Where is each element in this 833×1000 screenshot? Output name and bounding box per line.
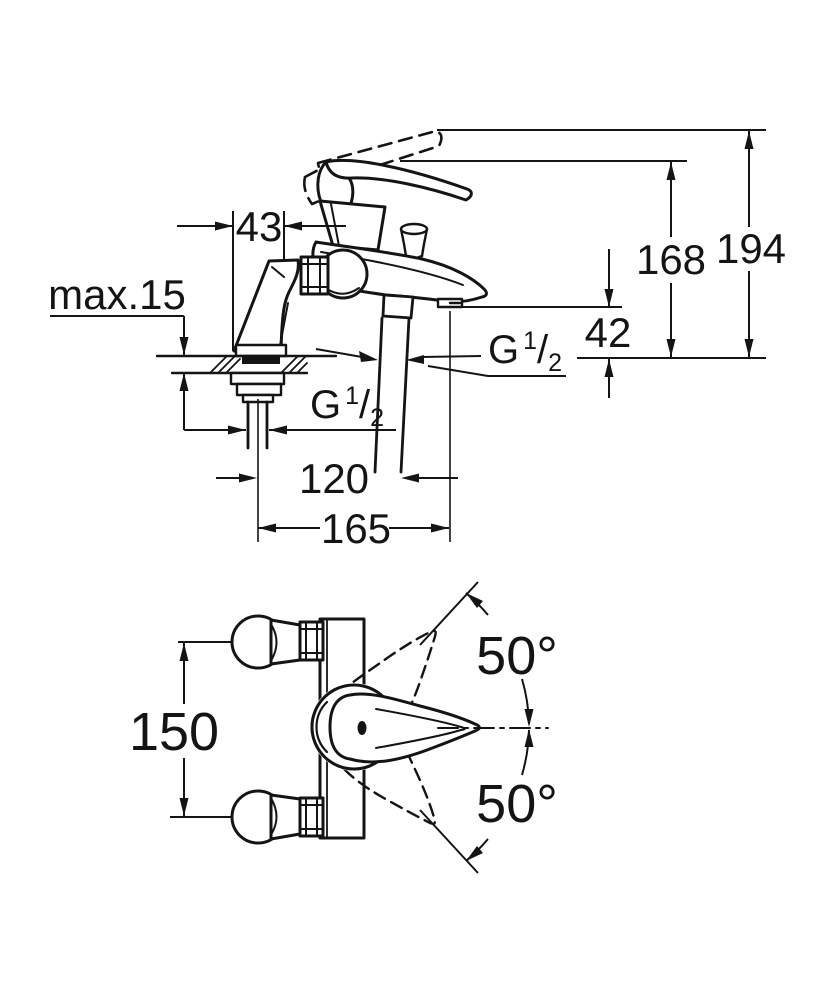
dim-165-label: 165 [320, 505, 392, 552]
dim-42-label: 42 [584, 309, 632, 356]
angle-lower-label: 50° [476, 774, 558, 834]
s-union-side [299, 248, 369, 300]
dim-43-label: 43 [235, 203, 283, 250]
side-view-dimensions [50, 129, 766, 542]
thread-slash: / [359, 383, 371, 427]
deck-mounting [155, 343, 338, 450]
dim-120-label: 120 [298, 455, 370, 502]
thread-denominator: 2 [370, 404, 385, 432]
arrowheads-plan-view [179, 593, 534, 861]
thread-numerator: 1 [523, 327, 537, 355]
thread-letter: G [309, 383, 342, 427]
diverter-knob [399, 222, 429, 260]
s-union-lower [230, 789, 325, 845]
handle-side [316, 158, 473, 208]
dim-150-label: 150 [128, 702, 220, 762]
dim-194-label: 194 [715, 225, 787, 272]
thread-slash: / [537, 328, 549, 372]
arrowheads-top-view [179, 131, 754, 533]
thread-letter: G [487, 328, 520, 372]
aerator-outlet [436, 297, 464, 309]
support-leg [232, 258, 300, 353]
thread-denominator: 2 [548, 349, 563, 377]
dim-max15-label: max.15 [48, 271, 186, 318]
plan-view-faucet [230, 608, 549, 847]
s-union-upper [230, 614, 325, 670]
thread-numerator: 1 [345, 382, 359, 410]
plan-view-dimensions [170, 581, 534, 874]
side-view-faucet [155, 129, 488, 474]
dim-168-label: 168 [635, 236, 707, 283]
angle-upper-label: 50° [476, 626, 558, 686]
shower-hose-connection [373, 293, 415, 474]
